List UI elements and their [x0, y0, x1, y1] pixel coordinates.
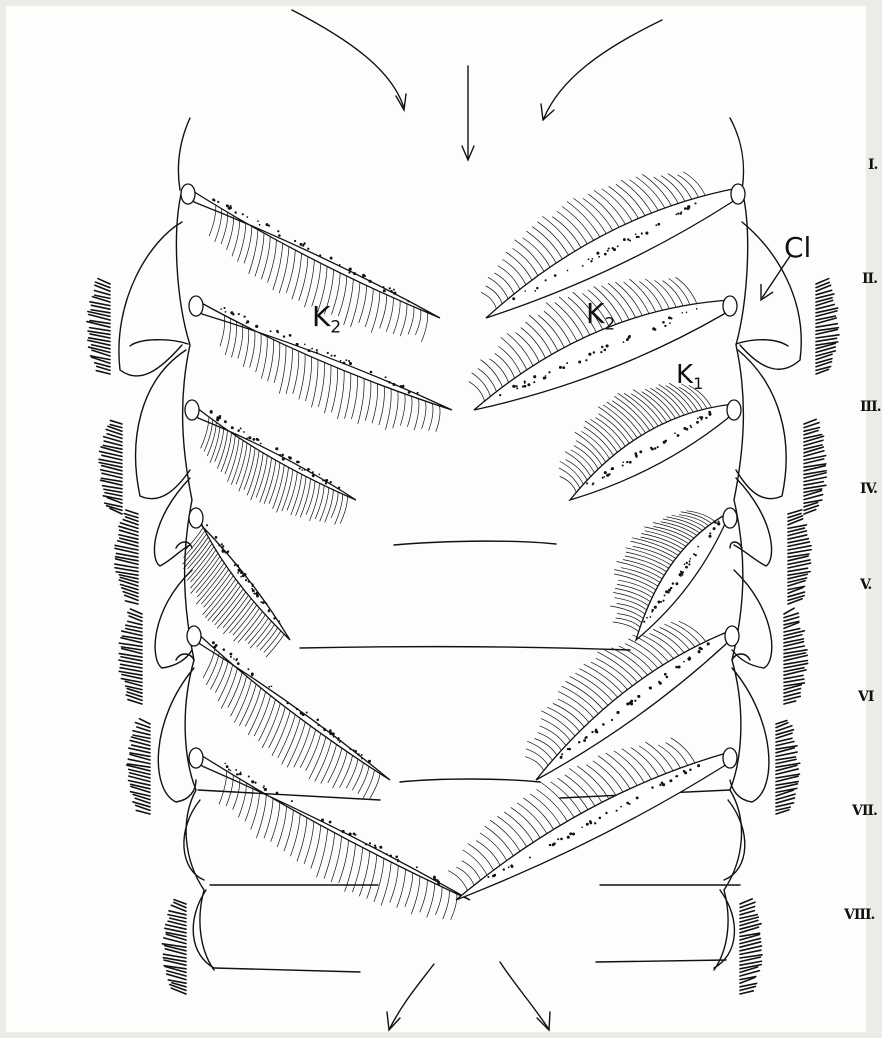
cl-pointer-arrow [756, 252, 796, 304]
k1-label: K1 [676, 362, 703, 392]
gill-plate-base-L-2 [189, 296, 203, 316]
gill-plate-base-R-4 [723, 508, 737, 528]
gill-plate-base-R-1 [731, 184, 745, 204]
k2-left-letter: K [312, 300, 330, 333]
gill-plate-base-R-5 [725, 626, 739, 646]
k2-right-subscript: 2 [604, 315, 615, 335]
k2-left-subscript: 2 [330, 318, 341, 338]
gill-plate-base-L-4 [189, 508, 203, 528]
gill-plate-base-R-2 [723, 296, 737, 316]
segment-label-6: VI [858, 690, 873, 704]
k1-subscript: 1 [693, 374, 703, 393]
gill-plate-base-L-3 [185, 400, 199, 420]
segment-label-2: II. [862, 272, 877, 286]
k2-label-left: K2 [312, 303, 341, 337]
k2-label-right: K2 [586, 300, 615, 334]
gill-plate-base-R-6 [723, 748, 737, 768]
gill-plate-base-L-5 [187, 626, 201, 646]
gill-plate-base-R-3 [727, 400, 741, 420]
gill-plate-base-L-1 [181, 184, 195, 204]
segment-label-1: I. [868, 158, 877, 172]
k2-right-letter: K [586, 297, 604, 330]
segment-label-3: III. [860, 400, 881, 414]
segment-label-7: VII. [852, 804, 877, 818]
segment-label-5: V. [860, 578, 871, 592]
segment-label-4: IV. [860, 482, 877, 496]
segment-label-8: VIII. [844, 908, 874, 922]
gill-plate-base-L-6 [189, 748, 203, 768]
k1-letter: K [676, 360, 693, 390]
